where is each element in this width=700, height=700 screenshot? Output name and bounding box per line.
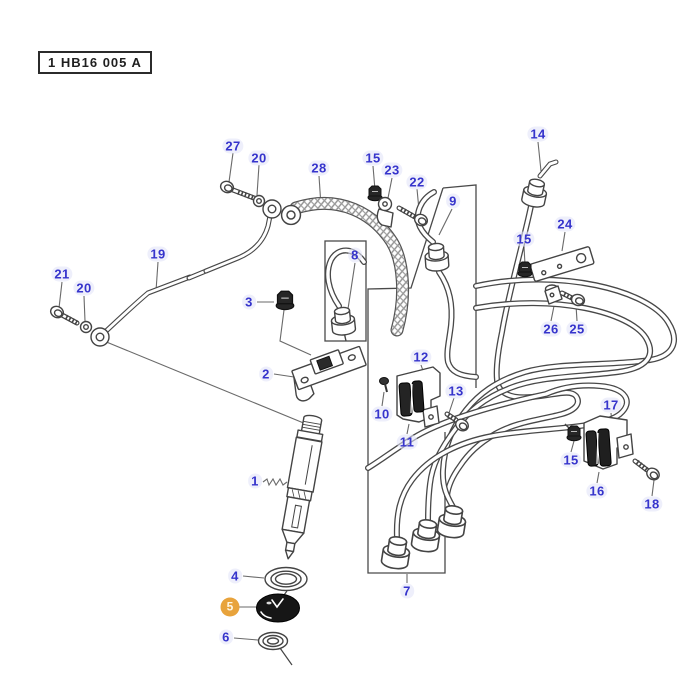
part-callout-14[interactable]: 14 (527, 126, 549, 142)
pipe-9-drawing (414, 189, 479, 380)
part-callout-22[interactable]: 22 (406, 174, 428, 190)
part-callout-20[interactable]: 20 (73, 280, 95, 296)
part-callout-8[interactable]: 8 (348, 247, 362, 263)
bolt-25-drawing (559, 290, 587, 308)
injector-1-drawing (281, 414, 324, 560)
part-callout-12[interactable]: 12 (410, 349, 432, 365)
clamp-12-assembly-drawing (379, 366, 441, 428)
part-callout-26[interactable]: 26 (540, 321, 562, 337)
part-callout-17[interactable]: 17 (600, 397, 622, 413)
bolt-22-drawing (396, 205, 430, 229)
part-callout-24[interactable]: 24 (554, 216, 576, 232)
part-callout-7[interactable]: 7 (400, 583, 414, 599)
part-callout-18[interactable]: 18 (641, 496, 663, 512)
injection-lines-7-drawing (365, 276, 677, 541)
nut-15-right-drawing (517, 261, 533, 278)
pipe-19-drawing (101, 213, 273, 336)
part-callout-1[interactable]: 1 (248, 473, 262, 489)
nut-3-drawing (275, 290, 295, 311)
diagram-code-label: 1 HB16 005 A (38, 51, 152, 74)
washer-4-drawing (264, 566, 308, 600)
banjo-eye-b-drawing (280, 204, 302, 226)
part-callout-28[interactable]: 28 (308, 160, 330, 176)
part-callout-20[interactable]: 20 (248, 150, 270, 166)
part-callout-23[interactable]: 23 (381, 162, 403, 178)
bolt-18-drawing (632, 458, 663, 483)
part-callout-4[interactable]: 4 (228, 568, 242, 584)
hose-28-drawing (289, 197, 410, 337)
bolt-21-drawing (48, 303, 80, 326)
part-callout-21[interactable]: 21 (51, 266, 73, 282)
bracket-2-drawing (291, 345, 367, 402)
banjo-eye-a-drawing (262, 199, 282, 219)
part-callout-16[interactable]: 16 (586, 483, 608, 499)
part-callout-2[interactable]: 2 (259, 366, 273, 382)
bolt-13-drawing (444, 411, 472, 434)
part-callout-10[interactable]: 10 (371, 406, 393, 422)
part-callout-25[interactable]: 25 (566, 321, 588, 337)
clamp-26-drawing (544, 284, 563, 305)
part-callout-13[interactable]: 13 (445, 383, 467, 399)
banjo-eye-left-drawing (90, 327, 110, 347)
part-callout-19[interactable]: 19 (147, 246, 169, 262)
part-callout-5-highlighted[interactable]: 5 (220, 597, 240, 617)
pipe-14-drawing (444, 159, 581, 499)
washer-20-left-drawing (79, 320, 93, 334)
part-callout-27[interactable]: 27 (222, 138, 244, 154)
plate-24-drawing (529, 246, 595, 282)
seal-5-drawing (256, 593, 300, 623)
bolt-27-drawing (218, 178, 257, 201)
washer-6-drawing (257, 631, 293, 666)
part-callout-15[interactable]: 15 (362, 150, 384, 166)
clamp-17-assembly-drawing (583, 415, 634, 470)
part-callout-6[interactable]: 6 (219, 629, 233, 645)
part-callout-15[interactable]: 15 (513, 231, 535, 247)
part-callout-11[interactable]: 11 (396, 434, 418, 450)
part-callout-9[interactable]: 9 (446, 193, 460, 209)
washer-20-top-drawing (252, 194, 266, 208)
nut-15-bottom-drawing (564, 423, 582, 442)
clamp-23-drawing (376, 196, 394, 228)
nut-15-top-drawing (367, 185, 383, 202)
part-callout-15[interactable]: 15 (560, 452, 582, 468)
part-callout-3[interactable]: 3 (242, 294, 256, 310)
